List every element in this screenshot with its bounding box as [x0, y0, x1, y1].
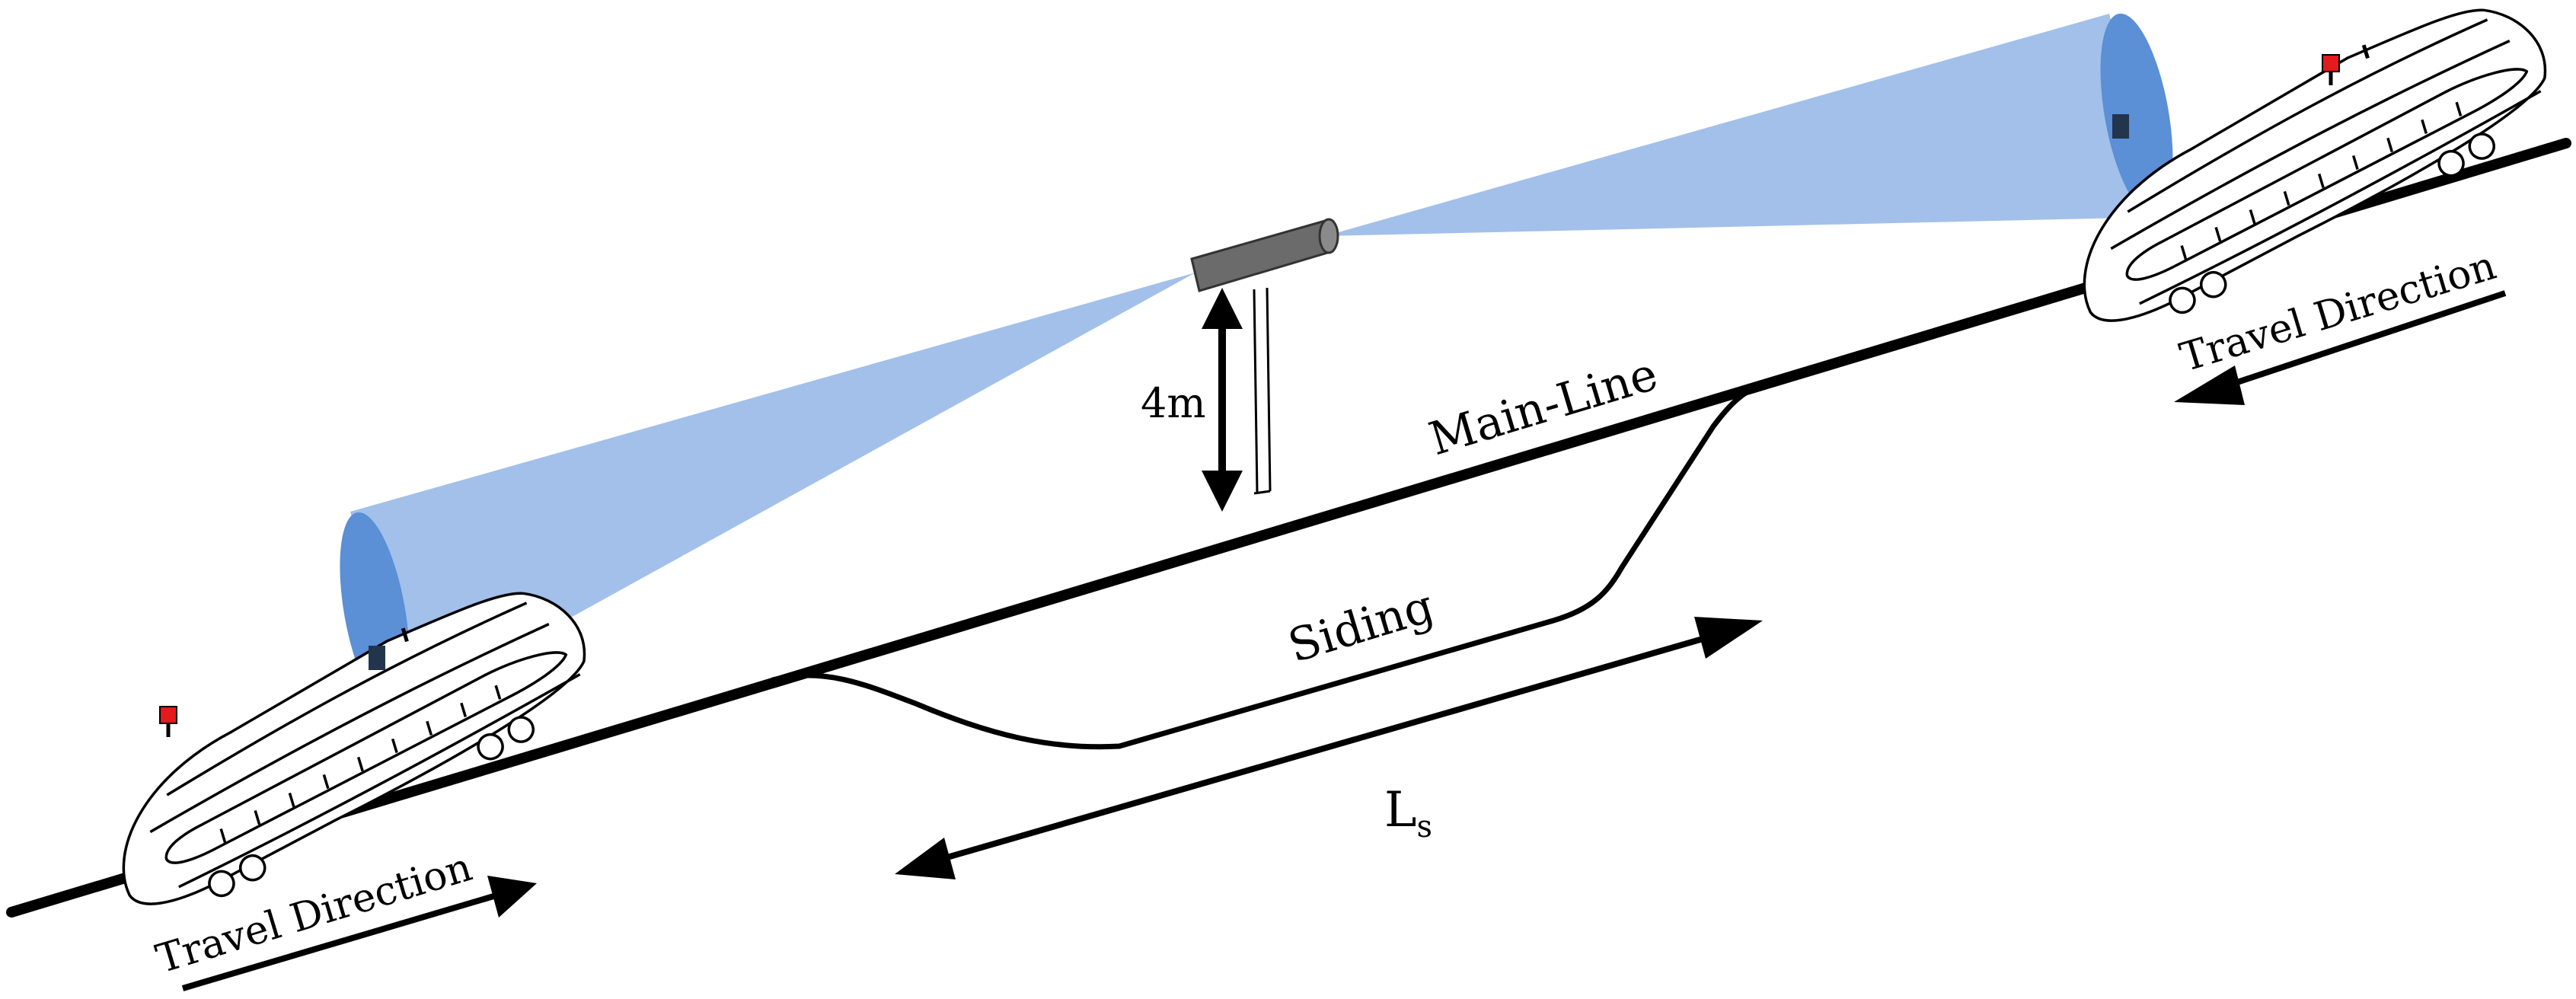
siding-length-label: Ls	[1384, 782, 1432, 844]
left-train-beacon-icon	[159, 706, 177, 737]
travel-direction-left-arrow	[181, 876, 537, 991]
travel-direction-right-arrow	[2174, 290, 2507, 405]
lidar-sensor-icon	[1190, 218, 1339, 495]
left-beam	[350, 273, 1195, 712]
left-train-sensor-icon	[369, 646, 385, 670]
right-beam-end-icon	[2100, 13, 2173, 215]
siding-track	[770, 378, 1785, 750]
height-arrow	[1202, 288, 1243, 512]
siding-length-arrow	[895, 617, 1763, 879]
right-train-beacon-icon	[2322, 54, 2340, 85]
right-beam	[1325, 14, 2163, 236]
height-label: 4m	[1141, 379, 1206, 427]
right-train-sensor-icon	[2112, 114, 2129, 139]
